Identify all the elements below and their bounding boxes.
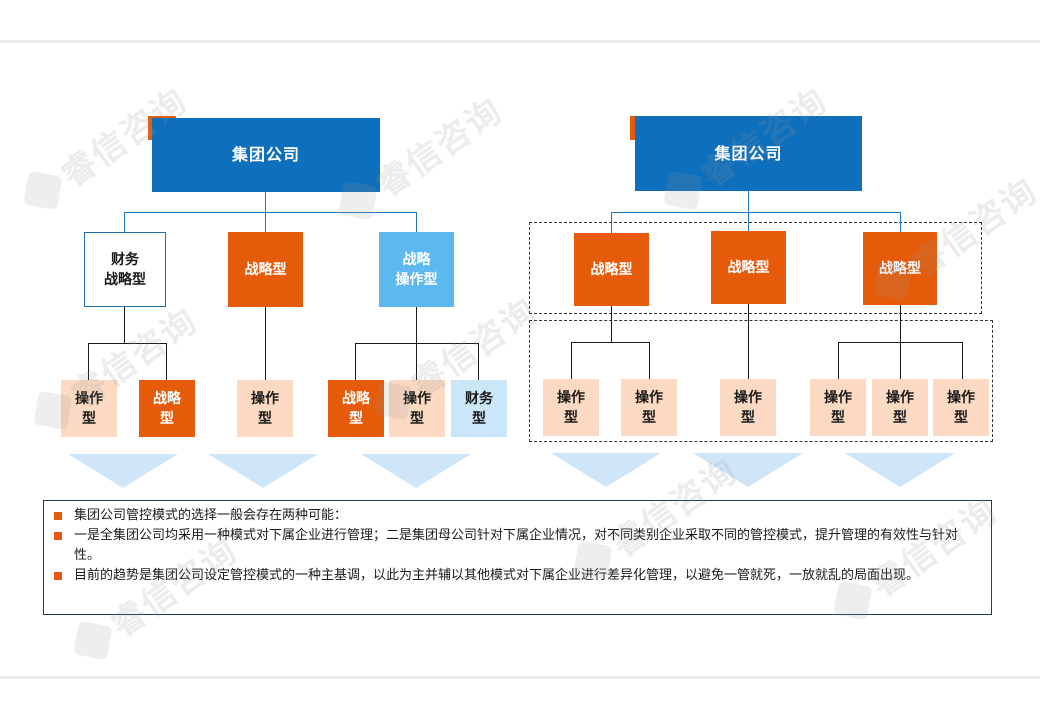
down-arrow-icon: [551, 453, 661, 487]
note-item: 一是全集团公司均采用一种模式对下属企业进行管理；二是集团母公司针对下属企业情况，…: [54, 526, 981, 566]
connector: [416, 212, 417, 232]
connector: [838, 342, 839, 379]
connector: [748, 191, 749, 212]
connector: [900, 342, 901, 379]
connector: [124, 212, 125, 232]
diagram-2-leaf: 操作 型: [872, 379, 928, 436]
diagram-1-leaf: 操作 型: [389, 380, 445, 437]
diagram-2-mid-strategic: 战略型: [711, 231, 786, 304]
diagram-1-mid-strategic: 战略型: [228, 232, 303, 307]
bullet-square-icon: [54, 572, 62, 580]
down-arrow-icon: [68, 454, 178, 488]
connector: [611, 212, 612, 233]
connector: [416, 307, 417, 343]
watermark-logo-icon: [23, 170, 63, 211]
note-item: 集团公司管控模式的选择一般会存在两种可能：: [54, 506, 981, 526]
diagram-1-mid-financial: 财务 战略型: [84, 232, 166, 307]
diagram-1-leaf: 财务 型: [451, 380, 507, 437]
connector: [611, 212, 901, 213]
diagram-2-leaf: 操作 型: [933, 379, 989, 436]
connector: [88, 343, 167, 344]
connector: [748, 212, 749, 231]
diagram-2-mid-strategic: 战略型: [863, 232, 937, 305]
diagram-1-leaf: 战略 型: [328, 380, 384, 437]
diagram-1-mid-strategic-operational: 战略 操作型: [379, 232, 454, 307]
connector: [962, 342, 963, 379]
diagram-1-leaf: 战略 型: [139, 380, 195, 437]
diagram-2-leaf: 操作 型: [621, 379, 677, 436]
note-text: 目前的趋势是集团公司设定管控模式的一种主基调，以此为主并辅以其他模式对下属企业进…: [74, 568, 920, 583]
connector: [166, 343, 167, 380]
operational-group-frame: [529, 320, 993, 442]
diagram-1-root: 集团公司: [152, 118, 380, 192]
connector: [265, 307, 266, 380]
bottom-divider: [0, 676, 1040, 679]
connector: [416, 343, 417, 380]
connector: [900, 305, 901, 342]
down-arrow-icon: [693, 453, 803, 487]
connector: [265, 192, 266, 212]
notes-box: 集团公司管控模式的选择一般会存在两种可能： 一是全集团公司均采用一种模式对下属企…: [43, 500, 992, 615]
strategic-group-frame: [529, 222, 982, 314]
watermark-logo-icon: [73, 620, 113, 661]
connector: [88, 343, 89, 380]
top-divider: [0, 40, 1040, 43]
connector: [124, 212, 417, 213]
note-text: 一是全集团公司均采用一种模式对下属企业进行管理；二是集团母公司针对下属企业情况，…: [74, 528, 959, 563]
connector: [571, 342, 650, 343]
down-arrow-icon: [845, 453, 955, 487]
diagram-2-leaf: 操作 型: [810, 379, 866, 436]
connector: [355, 343, 479, 344]
connector: [124, 307, 125, 343]
bullet-square-icon: [54, 512, 62, 520]
note-text: 集团公司管控模式的选择一般会存在两种可能：: [74, 508, 348, 523]
connector: [748, 304, 749, 379]
diagram-2-leaf: 操作 型: [543, 379, 599, 436]
diagram-2-root: 集团公司: [635, 116, 862, 191]
connector: [478, 343, 479, 380]
connector: [900, 212, 901, 232]
down-arrow-icon: [208, 454, 318, 488]
diagram-2-mid-strategic: 战略型: [574, 233, 649, 306]
note-item: 目前的趋势是集团公司设定管控模式的一种主基调，以此为主并辅以其他模式对下属企业进…: [54, 566, 981, 586]
connector: [355, 343, 356, 380]
down-arrow-icon: [361, 454, 471, 488]
connector: [571, 342, 572, 379]
connector: [649, 342, 650, 379]
diagram-1-leaf: 操作 型: [61, 380, 117, 437]
connector: [265, 212, 266, 232]
connector: [611, 306, 612, 342]
bullet-square-icon: [54, 532, 62, 540]
diagram-2-leaf: 操作 型: [720, 379, 776, 436]
diagram-1-leaf: 操作 型: [237, 380, 293, 437]
